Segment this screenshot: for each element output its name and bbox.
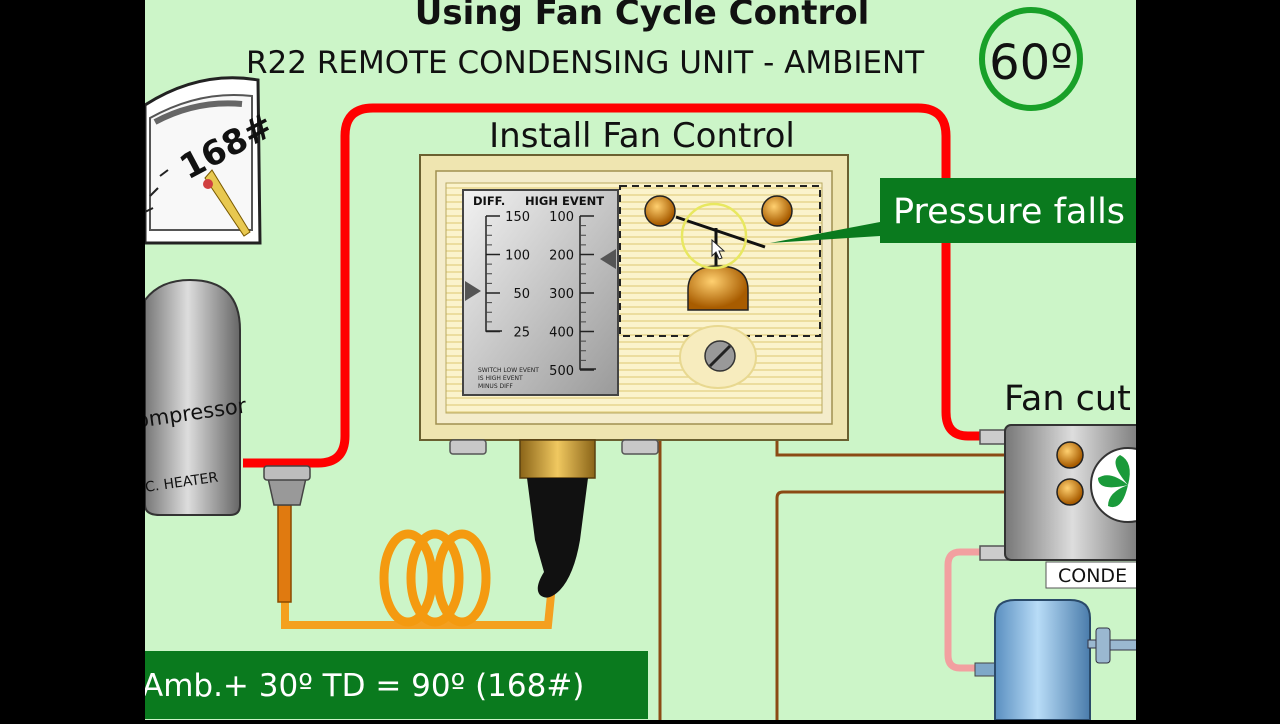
high-scale-tick-label: 500 — [549, 364, 574, 379]
pressure-gauge: 168# — [145, 76, 280, 245]
high-scale-axis — [579, 216, 596, 370]
service-fitting-nut — [263, 465, 311, 481]
fan-terminal-top — [1056, 441, 1084, 469]
condenser-label-box — [1045, 561, 1136, 589]
scale-note-3: MINUS DIFF — [478, 383, 513, 390]
ambient-ring — [979, 7, 1083, 111]
subtitle: R22 REMOTE CONDENSING UNIT - AMBIENT — [246, 45, 925, 81]
receiver-valve — [1087, 627, 1136, 664]
fan-blades-icon — [1098, 455, 1130, 508]
capillary-stub — [277, 504, 292, 603]
formula-text: Amb.+ 30º TD = 90º (168#) — [142, 668, 584, 704]
callout-pointer — [770, 222, 880, 243]
high-scale-tick-label: 100 — [549, 210, 574, 225]
diff-scale-tick-label: 100 — [505, 249, 530, 264]
diff-scale: 150 100 50 25 — [486, 210, 530, 341]
adjust-screw-slot — [708, 344, 732, 368]
receiver-tank — [994, 599, 1091, 720]
compressor-shell — [145, 278, 241, 516]
high-event-pointer — [600, 249, 616, 269]
diff-scale-tick-label: 150 — [505, 210, 530, 225]
condenser-label: CONDE — [1058, 565, 1127, 587]
switch-contact-arm — [675, 215, 766, 249]
capillary-coil — [379, 529, 491, 627]
control-caption: Install Fan Control — [489, 116, 795, 156]
callout-text: Pressure falls — [893, 192, 1125, 232]
condenser-outlet-fitting — [979, 545, 1009, 561]
high-scale-tick-label: 400 — [549, 326, 574, 341]
switch-terminal-left — [644, 195, 676, 227]
callout-box — [880, 178, 1136, 243]
hot-gas-line — [243, 103, 985, 468]
mount-foot-right — [621, 439, 659, 455]
ambient-value: 60º — [989, 35, 1073, 91]
condenser-inlet-fitting — [979, 429, 1009, 445]
service-fitting — [267, 477, 307, 506]
fan-cut-label: Fan cut — [1004, 379, 1131, 419]
high-event-label: HIGH EVENT — [525, 194, 604, 208]
diff-pointer — [465, 281, 481, 301]
scale-note-1: SWITCH LOW EVENT — [478, 367, 539, 374]
high-scale-tick-label: 200 — [549, 249, 574, 264]
liquid-line — [944, 548, 990, 672]
high-scale-tick-label: 300 — [549, 287, 574, 302]
pressure-connector — [519, 439, 596, 479]
fan-terminal-bottom — [1056, 478, 1084, 506]
scale-note-2: IS HIGH EVENT — [478, 375, 523, 382]
diff-label: DIFF. — [473, 194, 505, 208]
formula-banner — [145, 651, 648, 719]
mouse-cursor-icon — [711, 238, 726, 260]
page-title: Using Fan Cycle Control — [415, 0, 869, 33]
capillary-tube — [281, 584, 556, 629]
high-scale: 100 200 300 400 500 — [549, 210, 594, 379]
switch-terminal-right — [761, 195, 793, 227]
receiver-inlet — [974, 662, 998, 677]
fan-cycle-control: DIFF. HIGH EVENT 150 100 50 25 100 200 300 400… — [419, 154, 849, 479]
flare-nut-hose — [527, 478, 588, 598]
cursor-highlight — [680, 202, 748, 270]
diff-scale-tick-label: 50 — [513, 287, 530, 302]
pressure-bellows — [687, 265, 749, 311]
mount-foot-left — [449, 439, 487, 455]
diff-scale-tick-label: 25 — [513, 326, 530, 341]
